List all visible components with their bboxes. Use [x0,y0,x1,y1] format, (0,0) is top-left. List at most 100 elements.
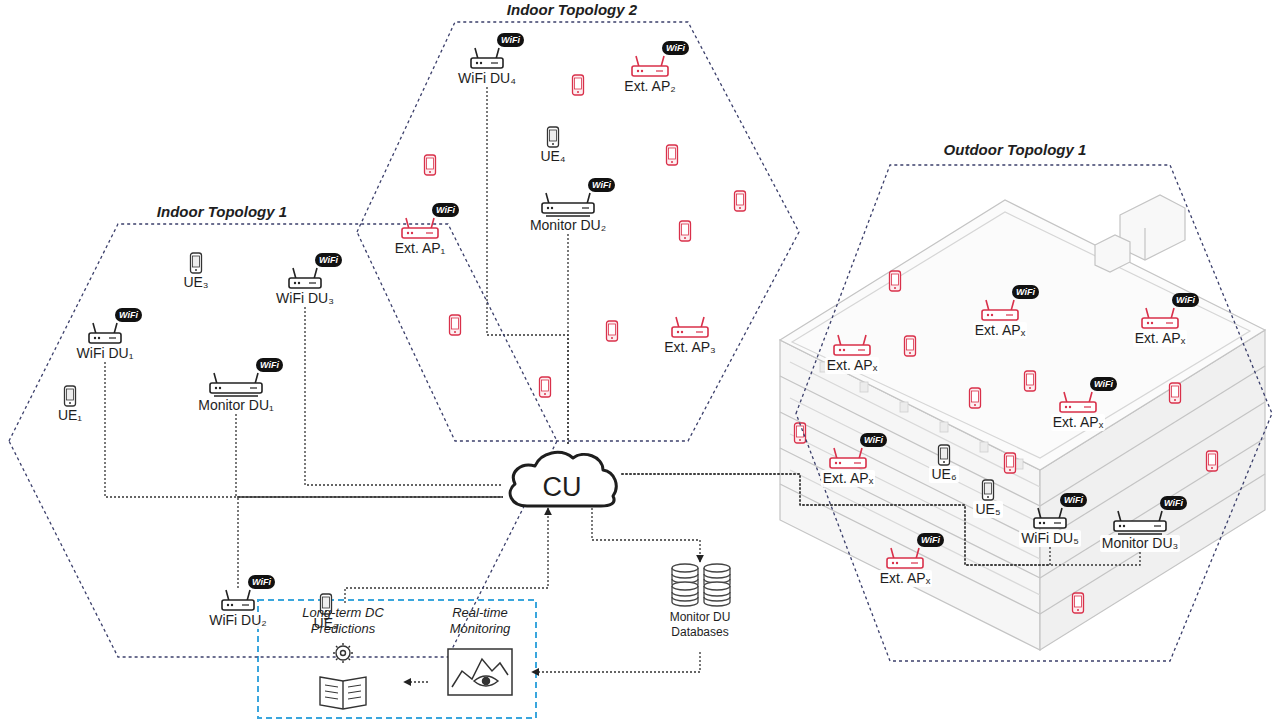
device-label: Monitor DU₁ [196,397,276,414]
network-device: Monitor DU₃WiFi [1100,509,1181,552]
network-device: WiFi DU₄WiFi [456,46,518,87]
external-ap-icon [400,216,440,240]
topology-region: Outdoor Topology 1Ext. APₓExt. APₓWiFiEx… [795,140,1273,662]
wifi-badge: WiFi [1090,377,1117,391]
dashed-group-box [258,600,536,718]
device-label: WiFi DU₂ [207,612,269,629]
device-label: WiFi DU₁ [75,345,136,362]
wifi-router-icon [87,321,123,345]
external-phones [425,75,1218,613]
network-device: WiFi DU₃WiFi [274,266,336,307]
database-icon [645,562,755,608]
wifi-badge: WiFi [588,178,615,192]
network-device: Ext. APₓWiFi [878,546,933,587]
monitor-router-icon [540,191,596,217]
dotted-connector [621,474,1140,565]
monitoring-chart-icon [428,641,532,713]
network-device: Ext. AP₃ [662,315,718,356]
database-label: Monitor DU Databases [645,610,755,640]
phone-icon [63,385,77,407]
network-device: UE₁ [56,385,84,424]
network-device: UE₄ [538,126,567,165]
wifi-badge: WiFi [1160,496,1187,510]
prediction-icons [282,641,404,713]
monitor-router-icon [1112,509,1168,535]
device-label: Monitor DU₂ [528,217,608,234]
wifi-badge: WiFi [256,358,283,372]
device-label: UE₄ [538,148,567,165]
device-label: WiFi DU₅ [1019,530,1081,547]
wifi-badge: WiFi [497,33,524,47]
monitor-router-icon [208,371,264,397]
wifi-badge: WiFi [1172,293,1199,307]
external-ap-icon [828,446,868,470]
dotted-connector [236,414,503,497]
phone-icon [546,126,560,148]
external-ap-icon [980,298,1020,322]
hexagon-outline [795,140,1273,662]
region-title: Outdoor Topology 1 [939,140,1092,159]
process-title: Long-term DC Predictions [282,603,404,637]
external-ap-icon [1140,306,1180,330]
window-row [820,362,1023,469]
phone-icon [981,479,995,501]
building [780,195,1265,650]
process-title: Real-time Monitoring [428,603,532,637]
network-device: Ext. APₓ [825,333,880,374]
wifi-badge: WiFi [662,41,689,55]
network-device: Ext. AP₁WiFi [393,216,448,257]
network-device: WiFi DU₅WiFi [1019,506,1081,547]
network-device: UE₅ [973,479,1002,518]
device-label: Ext. APₓ [1133,330,1188,347]
wifi-badge: WiFi [917,533,944,547]
device-label: Ext. APₓ [878,570,933,587]
wifi-badge: WiFi [115,308,142,322]
dotted-connector [567,234,568,446]
device-label: WiFi DU₄ [456,70,518,87]
dotted-connector [621,474,1050,565]
device-label: Ext. APₓ [821,470,876,487]
wifi-badge: WiFi [1012,285,1039,299]
central-unit-cloud: CU [503,446,621,508]
device-label: Monitor DU₃ [1100,535,1181,552]
topology-region: Indoor Topology 2WiFi DU₄WiFiExt. AP₂WiF… [356,0,800,442]
network-device: Monitor DU₂WiFi [528,191,608,234]
wifi-badge: WiFi [432,203,459,217]
database-box: Monitor DU Databases [645,562,755,652]
wifi-badge: WiFi [860,433,887,447]
dotted-connector [345,508,548,603]
device-label: Ext. APₓ [1051,414,1106,431]
external-ap-icon [630,54,670,78]
wifi-router-icon [1032,506,1068,530]
phone-icon [937,444,951,466]
network-device: UE₆ [929,444,958,483]
network-device: WiFi DU₁WiFi [75,321,136,362]
device-label: Ext. APₓ [973,322,1028,339]
device-label: UE₆ [929,466,958,483]
device-label: Ext. AP₁ [393,240,448,257]
dotted-connector [238,497,503,588]
device-label: Ext. APₓ [825,357,880,374]
external-ap-icon [885,546,925,570]
network-device: Monitor DU₁WiFi [196,371,276,414]
wifi-badge: WiFi [1060,493,1087,507]
hexagon-outline [8,202,558,658]
process-box: Real-time Monitoring [428,603,532,713]
device-label: WiFi DU₃ [274,290,336,307]
dotted-connector [404,681,428,682]
process-box: Long-term DC Predictions [282,603,404,713]
network-device: Ext. AP₂WiFi [622,54,677,95]
dotted-connector [105,362,503,497]
network-device: Ext. APₓWiFi [973,298,1028,339]
device-label: UE₁ [56,407,84,424]
cloud-label: CU [503,472,621,502]
region-title: Indoor Topology 2 [502,0,642,19]
wifi-router-icon [287,266,323,290]
region-title: Indoor Topology 1 [152,202,292,221]
device-label: Ext. AP₃ [662,339,718,356]
dotted-connector [532,652,700,672]
dotted-connector [487,87,568,446]
network-device: UE₃ [181,252,210,291]
